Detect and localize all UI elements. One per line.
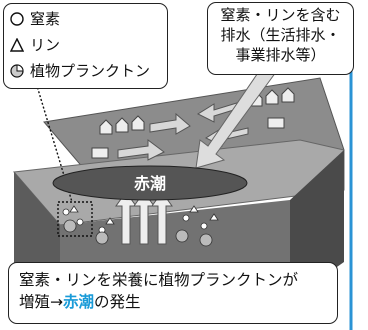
nitrogen-particle	[62, 208, 70, 216]
callout-bottom-highlight: 赤潮	[63, 293, 95, 311]
legend-box: 窒素 リン 植物プランクトン	[3, 3, 168, 89]
triangle-icon	[10, 38, 24, 52]
plankton-icon	[10, 64, 24, 78]
circle-icon	[10, 12, 24, 26]
phosphorus-particle	[105, 217, 115, 225]
legend-label: 植物プランクトン	[30, 62, 151, 80]
red-tide-ellipse	[52, 165, 248, 201]
factory-icon	[91, 147, 109, 159]
plankton-particle	[95, 231, 109, 245]
phosphorus-particle	[69, 205, 79, 213]
plankton-particle	[199, 233, 213, 247]
sample-box	[57, 201, 93, 237]
callout-top-line: 排水（生活排水・	[220, 26, 341, 44]
factory-icon	[267, 117, 285, 129]
drain-arrow-icon	[149, 112, 191, 135]
callout-top: 窒素・リンを含む 排水（生活排水・ 事業排水等）	[207, 2, 354, 75]
nitrogen-particle	[76, 218, 84, 226]
nitrogen-particle	[182, 214, 190, 222]
callout-bottom: 窒素・リンを栄養に植物プランクトンが 増殖→赤潮の発生	[8, 262, 338, 324]
callout-top-line: 事業排水等）	[235, 46, 326, 64]
house-icon	[115, 117, 129, 133]
nitrogen-particle	[200, 222, 208, 230]
callout-top-line: 窒素・リンを含む	[220, 6, 341, 24]
house-icon	[99, 119, 113, 135]
drain-arrow-icon	[117, 139, 165, 161]
legend-row-phosphorus: リン	[10, 36, 60, 54]
phosphorus-particle	[189, 205, 199, 213]
legend-row-nitrogen: 窒素	[10, 10, 60, 28]
plankton-particle	[175, 229, 189, 243]
plankton-particle	[63, 219, 77, 233]
house-icon	[281, 87, 295, 103]
callout-bottom-line2: 増殖→赤潮の発生	[19, 291, 327, 313]
particles	[62, 205, 219, 247]
house-icon	[265, 89, 279, 105]
phosphorus-particle	[209, 213, 219, 221]
red-tide-label: 赤潮	[134, 174, 166, 193]
legend-row-plankton: 植物プランクトン	[10, 62, 150, 80]
callout-bottom-text: 増殖→	[19, 293, 63, 311]
legend-label: 窒素	[30, 10, 61, 28]
house-icon	[131, 115, 145, 131]
legend-label: リン	[30, 36, 61, 54]
callout-bottom-text: の発生	[94, 293, 141, 311]
callout-bottom-line1: 窒素・リンを栄養に植物プランクトンが	[19, 271, 299, 289]
outflow-arrow-icon	[195, 63, 277, 169]
